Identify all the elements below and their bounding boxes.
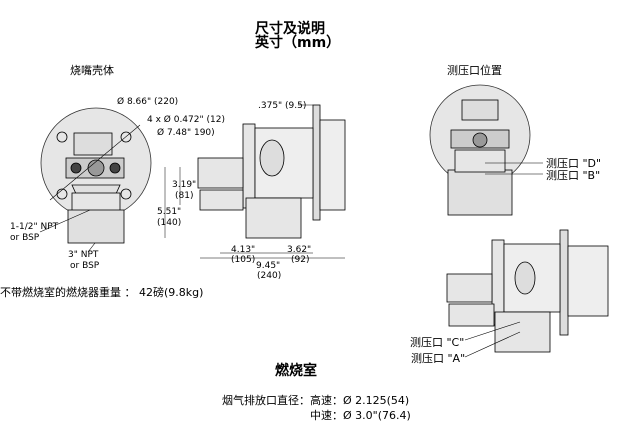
- dim-9-45-mm: (240): [257, 271, 282, 281]
- dim-3-62: 3.62": [287, 245, 312, 255]
- air-inlet-size: 3" NPT: [68, 250, 99, 260]
- exhaust-high-speed: 高速：Ø 2.125(54): [310, 394, 410, 407]
- dim-3-19: 3.19": [172, 180, 197, 190]
- pressure-taps-label: 测压口位置: [447, 64, 502, 77]
- dim-3-19-mm: (81): [175, 191, 194, 201]
- dim-4-13: 4.13": [231, 245, 256, 255]
- combustion-chamber-title: 燃烧室: [275, 363, 317, 379]
- dim-flange-thickness: .375" (9.5): [258, 101, 307, 111]
- gas-inlet-standard: or BSP: [10, 233, 40, 243]
- dim-outer-diameter: Ø 8.66" (220): [117, 97, 179, 107]
- page-title: 尺寸及说明: [255, 21, 325, 37]
- pressure-tap-a: 测压口 "A": [411, 352, 466, 365]
- pressure-tap-c: 测压口 "C": [410, 336, 465, 349]
- dim-5-51-mm: (140): [157, 218, 182, 228]
- front-view-pressure-taps: [429, 84, 543, 216]
- air-inlet-standard: or BSP: [70, 261, 100, 271]
- dim-bolt-circle: Ø 7.48" 190): [157, 128, 215, 138]
- gas-inlet-size: 1-1/2" NPT: [10, 222, 59, 232]
- dim-5-51: 5.51": [157, 207, 182, 217]
- dim-bolt-holes: 4 x Ø 0.472" (12): [147, 115, 225, 125]
- page-subtitle-units: 英寸（mm）: [255, 35, 341, 51]
- side-view-burner: [164, 104, 346, 259]
- weight-note: 不带燃烧室的燃烧器重量 ： 42磅(9.8kg): [0, 286, 204, 299]
- burner-housing-label: 烧嘴壳体: [70, 64, 114, 77]
- front-view-burner: [39, 107, 152, 253]
- pressure-tap-d: 测压口 "D": [546, 157, 602, 170]
- side-view-pressure-taps: [446, 229, 609, 358]
- dim-4-13-mm: (105): [231, 255, 256, 265]
- pressure-tap-b: 测压口 "B": [546, 169, 601, 182]
- exhaust-medium-speed: 中速：Ø 3.0"(76.4): [310, 409, 411, 422]
- exhaust-diameter-label: 烟气排放口直径：: [222, 394, 310, 407]
- dim-9-45: 9.45": [256, 261, 281, 271]
- dim-3-62-mm: (92): [291, 255, 310, 265]
